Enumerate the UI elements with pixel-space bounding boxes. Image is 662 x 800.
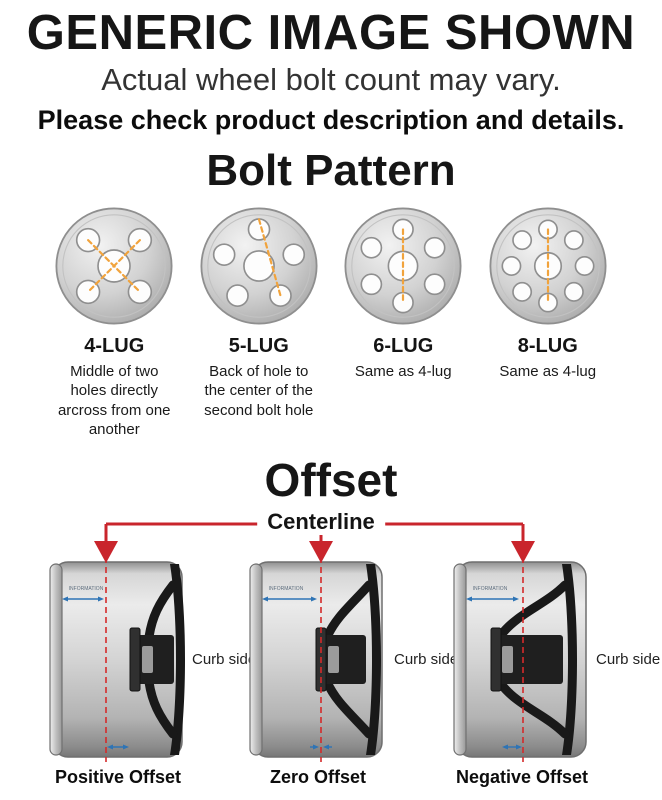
lug-label: 4-LUG bbox=[84, 335, 145, 358]
offset-section: Offset Centerline bbox=[0, 453, 662, 799]
lug-label: 8-LUG bbox=[517, 335, 578, 358]
barrel-text: INFORMATION bbox=[473, 586, 508, 592]
wheel-face-section bbox=[170, 563, 185, 755]
wheel-4lug-diagram-icon bbox=[55, 207, 173, 325]
lug-description: Same as 4-lug bbox=[354, 363, 452, 381]
bolt-pattern-item-5lug: 5-LUG Back of hole to the center of the … bbox=[187, 202, 332, 438]
wheel-5lug-diagram-icon bbox=[200, 207, 318, 325]
curb-side-label: Curb side bbox=[394, 650, 459, 668]
lug-description: Middle of two holes directly arcross fro… bbox=[57, 363, 171, 438]
wheel-face-section bbox=[562, 563, 577, 755]
bolt-pattern-title: Bolt Pattern bbox=[206, 146, 456, 196]
header: GENERIC IMAGE SHOWN Actual wheel bolt co… bbox=[0, 0, 662, 136]
bolt-pattern-item-8lug: 8-LUG Same as 4-lug bbox=[476, 202, 621, 438]
note: Please check product description and det… bbox=[37, 105, 625, 136]
curb-side-label: Curb side bbox=[192, 650, 257, 668]
lug-description: Same as 4-lug bbox=[499, 363, 597, 381]
page-title: GENERIC IMAGE SHOWN bbox=[26, 6, 636, 60]
offset-caption-negative: Negative Offset bbox=[455, 766, 589, 787]
negative-offset-wheel-diagram: INFORMATION bbox=[453, 556, 587, 762]
lug-description: Back of hole to the center of the second… bbox=[204, 363, 314, 419]
curb-side-label: Curb side bbox=[596, 650, 661, 668]
wheel-6lug-diagram-icon bbox=[344, 207, 462, 325]
offset-diagram: Centerline INFORMATI bbox=[0, 508, 662, 799]
zero-offset-wheel-diagram: INFORMATION bbox=[249, 556, 383, 762]
hub bbox=[320, 634, 366, 684]
subtitle: Actual wheel bolt count may vary. bbox=[101, 62, 561, 98]
barrel-text: INFORMATION bbox=[69, 586, 104, 592]
wheel-face-section bbox=[366, 563, 381, 755]
bolt-pattern-item-6lug: 6-LUG Same as 4-lug bbox=[331, 202, 476, 438]
wheel-8lug-diagram-icon bbox=[489, 207, 607, 325]
offset-caption-zero: Zero Offset bbox=[269, 766, 366, 787]
offset-title: Offset bbox=[264, 453, 398, 506]
positive-offset-wheel-diagram: INFORMATION bbox=[49, 556, 185, 762]
lug-label: 6-LUG bbox=[373, 335, 434, 358]
barrel-text: INFORMATION bbox=[269, 586, 304, 592]
bolt-pattern-item-4lug: 4-LUG Middle of two holes directly arcro… bbox=[42, 202, 187, 438]
bolt-pattern-grid: 4-LUG Middle of two holes directly arcro… bbox=[42, 202, 620, 438]
lug-label: 5-LUG bbox=[228, 335, 289, 358]
centerline-label: Centerline bbox=[257, 508, 385, 535]
bolt-pattern-section: Bolt Pattern 4-LUG Middle of two holes d… bbox=[0, 146, 662, 438]
offset-caption-positive: Positive Offset bbox=[54, 766, 182, 787]
